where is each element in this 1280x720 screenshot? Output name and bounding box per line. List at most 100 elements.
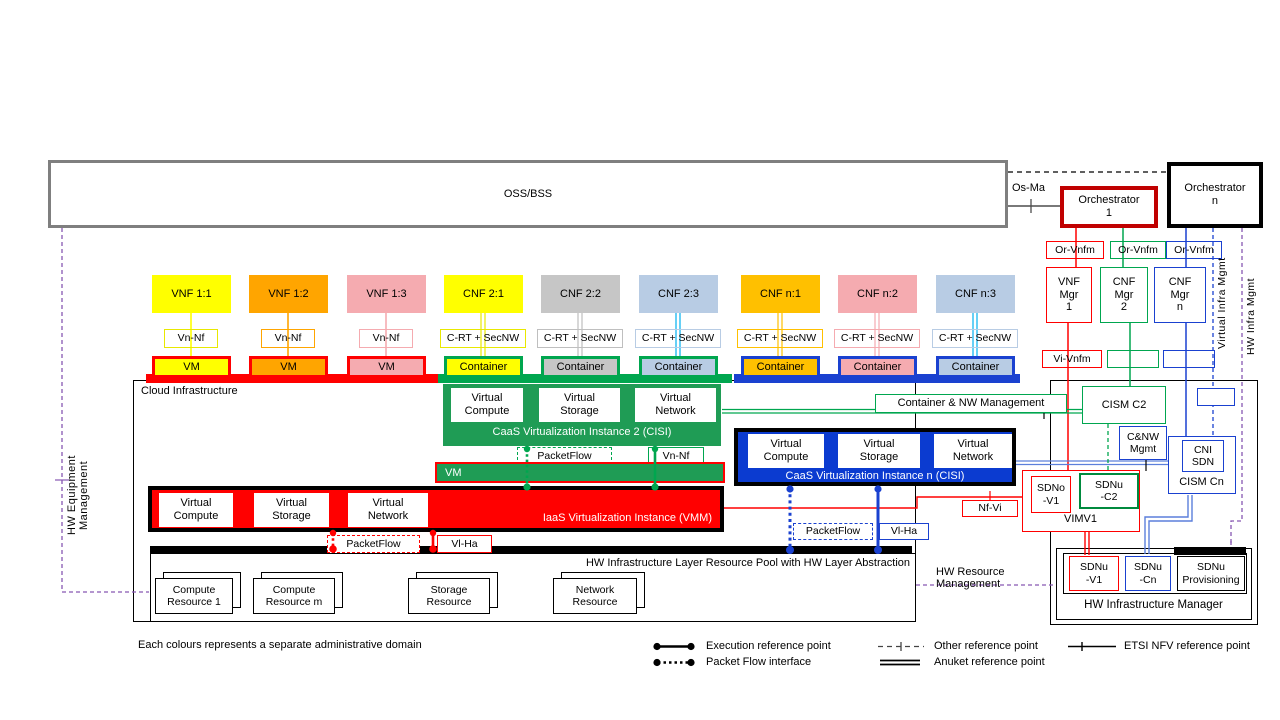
sdno-v1-box: SDNo -V1 [1031, 476, 1071, 513]
caasn-domain-bar [734, 374, 1020, 383]
oss-bss-label: OSS/BSS [503, 187, 553, 200]
vm-box: VM [152, 356, 231, 378]
container-box: Container [639, 356, 718, 378]
caas2-box: Virtual Compute Virtual Storage Virtual … [443, 384, 721, 446]
vn-nf-ref-label: Vn-Nf [261, 329, 315, 348]
cism-cn-label: CISM Cn [1179, 476, 1224, 488]
compute-resource-1-box: Compute Resource 1 [155, 578, 233, 614]
cni-sdn-box: CNI SDN [1182, 440, 1224, 472]
cnf-mgr-n-box: CNF Mgr n [1154, 267, 1206, 323]
c-rt-secnw-ref-label: C-RT + SecNW [834, 329, 920, 348]
vn-nf-ref-label: Vn-Nf [164, 329, 218, 348]
hw-pool-title: HW Infrastructure Layer Resource Pool wi… [585, 557, 910, 569]
caasn-title: CaaS Virtualization Instance n (CISI) [785, 470, 965, 482]
c-rt-secnw-ref-label: C-RT + SecNW [932, 329, 1018, 348]
cnf-label: CNF n:3 [955, 287, 996, 300]
sdnu-provisioning-box: SDNu Provisioning [1177, 556, 1245, 591]
container-box: Container [444, 356, 523, 378]
empty-ref-box-blue [1197, 388, 1235, 406]
vnf-mgr-1-box: VNF Mgr 1 [1046, 267, 1092, 323]
sdnu-c2-box: SDNu -C2 [1079, 473, 1139, 509]
cnf-label: CNF 2:2 [560, 287, 601, 300]
hw-resource-mgmt-label: HW Resource Management [936, 566, 1005, 590]
vnf-label: VNF 1:2 [268, 287, 309, 300]
caas2-domain-bar [438, 374, 732, 383]
os-ma-label: Os-Ma [1012, 182, 1045, 194]
c-rt-secnw-ref-label: C-RT + SecNW [440, 329, 526, 348]
nf-vi-ref-label: Nf-Vi [962, 500, 1018, 517]
or-vnfm-ref-label: Or-Vnfm [1046, 241, 1104, 259]
vnf-label: VNF 1:3 [366, 287, 407, 300]
empty-ref-box-green [1107, 350, 1159, 368]
cnf-mgr-2-box: CNF Mgr 2 [1100, 267, 1148, 323]
vm-bar: VM [435, 462, 725, 483]
container-box: Container [541, 356, 620, 378]
network-resource-box: Network Resource [553, 578, 637, 614]
vm-domain-bar [146, 374, 450, 383]
vl-ha-ref-label: Vl-Ha [879, 523, 929, 540]
vm-box: VM [249, 356, 328, 378]
empty-ref-box-blue [1163, 350, 1215, 368]
container-box: Container [741, 356, 820, 378]
admin-domain-note: Each colours represents a separate admin… [138, 639, 422, 651]
cism-cn-box: CNI SDN CISM Cn [1168, 436, 1236, 494]
caas2-title: CaaS Virtualization Instance 2 (CISI) [492, 426, 672, 438]
vnf-label: VNF 1:1 [171, 287, 212, 300]
packet-flow-label: Packet Flow interface [706, 656, 812, 668]
execution-ref-label: Execution reference point [706, 640, 831, 652]
packetflow-ref-label: PacketFlow [793, 523, 873, 540]
container-box: Container [838, 356, 917, 378]
cnf-box: CNF n:2 [838, 275, 917, 313]
or-vnfm-ref-label: Or-Vnfm [1110, 241, 1166, 259]
storage-resource-box: Storage Resource [408, 578, 490, 614]
caas2-virtual-network: Virtual Network [635, 388, 716, 422]
oss-bss-box: OSS/BSS [48, 160, 1008, 228]
vl-ha-ref-label: Vl-Ha [437, 535, 492, 553]
hw-infrastructure-manager-box: SDNu -V1 SDNu -Cn SDNu Provisioning HW I… [1056, 548, 1252, 620]
cnf-label: CNF 2:3 [658, 287, 699, 300]
vm-box: VM [347, 356, 426, 378]
sdnu-v1-box: SDNu -V1 [1069, 556, 1119, 591]
anuket-ref-label: Anuket reference point [934, 656, 1045, 668]
caas2-virtual-compute: Virtual Compute [451, 388, 523, 422]
packetflow-ref-label: PacketFlow [327, 535, 420, 553]
sdnu-cn-box: SDNu -Cn [1125, 556, 1171, 591]
packetflow-ref-label: PacketFlow [517, 447, 612, 465]
cnf-box: CNF 2:3 [639, 275, 718, 313]
caasn-virtual-compute: Virtual Compute [748, 434, 824, 468]
iaas-virtual-network: Virtual Network [347, 492, 429, 528]
cnf-label: CNF 2:1 [463, 287, 504, 300]
etsi-ref-label: ETSI NFV reference point [1124, 640, 1250, 652]
vnf-box: VNF 1:3 [347, 275, 426, 313]
cnf-box: CNF n:1 [741, 275, 820, 313]
orchestrator-n-box: Orchestrator n [1167, 162, 1263, 228]
caasn-virtual-storage: Virtual Storage [838, 434, 920, 468]
vm-bar-label: VM [445, 466, 462, 479]
vn-nf-ref-label: Vn-Nf [359, 329, 413, 348]
iaas-title: IaaS Virtualization Instance (VMM) [542, 512, 712, 524]
iaas-virtual-compute: Virtual Compute [158, 492, 234, 528]
vimv1-box: SDNo -V1 SDNu -C2 VIMV1 [1022, 470, 1140, 532]
cloud-infrastructure-label: Cloud Infrastructure [141, 385, 238, 397]
c-rt-secnw-ref-label: C-RT + SecNW [737, 329, 823, 348]
cnf-box: CNF n:3 [936, 275, 1015, 313]
container-nw-mgmt-label: Container & NW Management [875, 394, 1067, 413]
compute-resource-m-box: Compute Resource m [253, 578, 335, 614]
caasn-virtual-network: Virtual Network [934, 434, 1012, 468]
hw-abstraction-bar [150, 546, 912, 554]
cnf-box: CNF 2:2 [541, 275, 620, 313]
c-rt-secnw-ref-label: C-RT + SecNW [537, 329, 623, 348]
caasn-box: Virtual Compute Virtual Storage Virtual … [734, 428, 1016, 486]
iaas-box: Virtual Compute Virtual Storage Virtual … [148, 486, 724, 532]
hw-infra-manager-label: HW Infrastructure Manager [1084, 599, 1223, 611]
vi-vnfm-ref-label: Vi-Vnfm [1042, 350, 1102, 368]
other-ref-label: Other reference point [934, 640, 1038, 652]
iaas-virtual-storage: Virtual Storage [253, 492, 330, 528]
orchestrator-1-box: Orchestrator 1 [1060, 186, 1158, 228]
vnf-box: VNF 1:1 [152, 275, 231, 313]
cnf-label: CNF n:1 [760, 287, 801, 300]
cnw-mgmt-box: C&NW Mgmt [1119, 426, 1167, 460]
